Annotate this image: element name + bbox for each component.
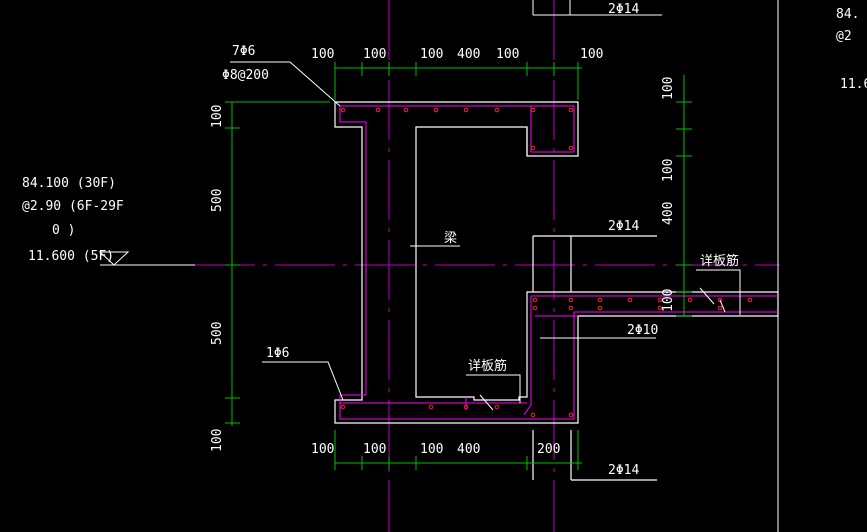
mid-right-bar-label: 2Φ14 [608,219,639,234]
top-dim-4: 400 [457,47,480,62]
bottom-dim-4: 400 [457,442,480,457]
bar-dots [340,107,753,418]
left-dimension-texts: 100 500 500 100 [210,105,225,452]
right-dim-3: 400 [661,202,676,225]
corner-bar-label: 1Φ6 [266,346,289,361]
top-dim-2: 100 [363,47,386,62]
edge-texts: 84. @2 11.6 [836,7,867,92]
right-dimension-texts: 100 100 400 100 [661,77,676,312]
right-dim-1: 100 [661,77,676,100]
elevation-notes: 84.100 (30F) @2.90 (6F-29F 0 ) 11.600 (5… [22,176,130,266]
slab-rebar-label-2: 详板筋 [700,253,739,269]
bottom-dim-1: 100 [311,442,334,457]
rebar [339,105,778,420]
top-right-bar-label: 2Φ14 [608,2,639,17]
elevation-line-2: @2.90 (6F-29F [22,199,124,214]
left-dim-3: 500 [210,322,225,345]
elevation-line-3: 0 ) [52,223,75,238]
elevation-line-1: 84.100 (30F) [22,176,116,191]
step-bar-label: 2Φ10 [627,323,658,338]
slab-rebar-label-1: 详板筋 [468,358,507,374]
top-dim-3: 100 [420,47,443,62]
top-bar-label-b: Φ8@200 [222,68,269,83]
leader-lines [100,61,741,411]
elevation-marker [98,251,130,266]
bottom-dim-3: 100 [420,442,443,457]
top-dim-1: 100 [311,47,334,62]
elevation-line-4: 11.600 (5F) [28,249,114,264]
top-dim-5: 100 [496,47,519,62]
bottom-dim-2: 100 [363,442,386,457]
edge-text-1: 84. [836,7,859,22]
right-dim-4: 100 [661,289,676,312]
top-fragment [532,0,662,16]
axis-lines [195,0,780,532]
bottom-dim-5: 200 [537,442,560,457]
edge-text-2: @2 [836,29,852,44]
right-dim-2: 100 [661,159,676,182]
left-dim-1: 100 [210,105,225,128]
bottom-dimension-texts: 100 100 100 400 200 [311,442,560,457]
top-dim-6: 100 [580,47,603,62]
left-dim-4: 100 [210,429,225,452]
dimension-lines [225,62,692,470]
beam-label: 梁 [444,231,457,246]
left-dim-2: 500 [210,189,225,212]
section-outline [334,101,779,481]
edge-text-3: 11.6 [840,77,867,92]
rebar-labels: 7Φ6 Φ8@200 2Φ14 2Φ14 2Φ14 2Φ10 1Φ6 梁 详板筋… [222,2,739,478]
top-bar-label-a: 7Φ6 [232,44,255,59]
bottom-right-bar-label: 2Φ14 [608,463,639,478]
top-dimension-texts: 100 100 100 400 100 100 [311,47,603,62]
